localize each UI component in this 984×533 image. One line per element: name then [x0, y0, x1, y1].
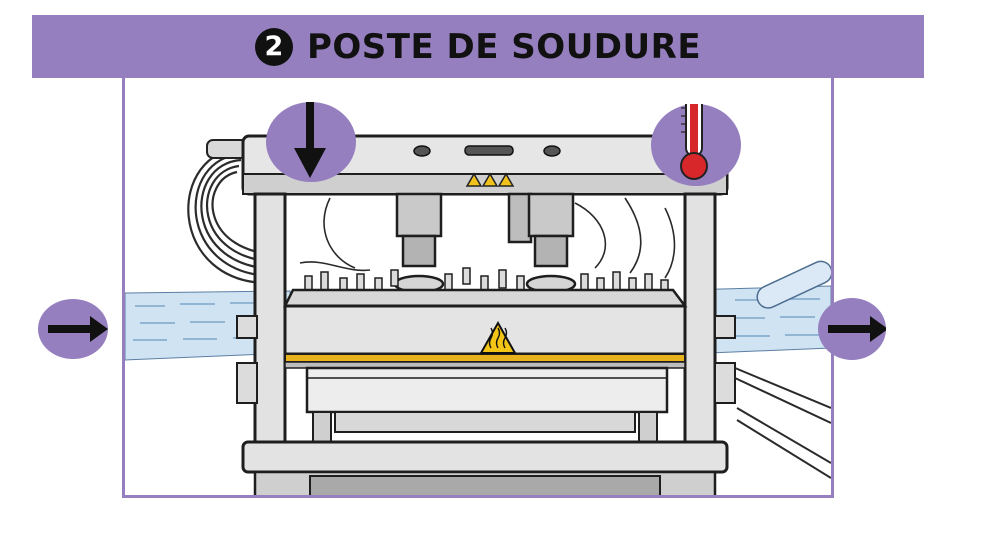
welding-press-drawing [125, 134, 831, 495]
film-left [125, 290, 291, 361]
lower-anvil [305, 366, 669, 443]
top-beam [241, 134, 729, 196]
heated-plate [282, 288, 688, 369]
station-title: POSTE DE SOUDURE [306, 26, 702, 67]
arrow-down-icon [294, 102, 326, 178]
press-base [241, 440, 729, 495]
thermometer-icon [680, 104, 708, 180]
pneumatic-cylinders [393, 192, 577, 294]
title-banner: 2 POSTE DE SOUDURE [32, 15, 924, 78]
arrow-right-icon [828, 316, 886, 342]
press-columns [253, 192, 717, 444]
step-number-badge: 2 [254, 27, 293, 66]
press-down-indicator [266, 102, 356, 182]
temperature-indicator [651, 104, 741, 186]
arrow-right-icon [48, 316, 108, 342]
banner-title-row: 2 POSTE DE SOUDURE [32, 15, 924, 78]
input-flow-indicator [38, 299, 108, 359]
hot-surface-warning-icon [479, 320, 517, 354]
output-flow-indicator [818, 298, 886, 360]
